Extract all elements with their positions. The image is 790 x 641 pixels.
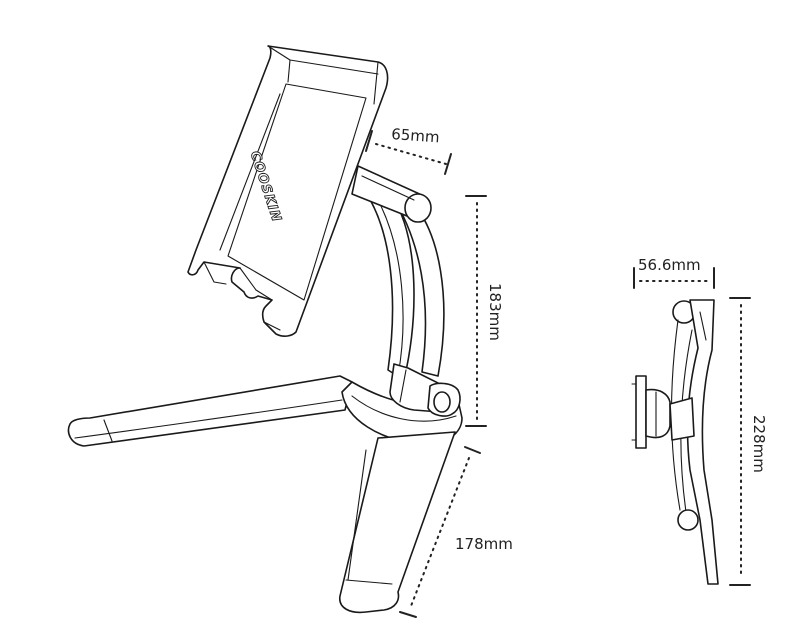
dimension-leg-length: 178mm [399, 446, 513, 618]
stand-front-view: COOSKIN [67, 45, 463, 614]
side-height-label: 228mm [750, 415, 768, 473]
upper-hinge [351, 165, 432, 223]
tablet-holder: COOSKIN [187, 45, 389, 337]
dimension-side-depth: 56.6mm [633, 256, 715, 289]
dimension-side-height: 228mm [729, 297, 768, 586]
leg-length-label: 178mm [455, 535, 513, 553]
stand-side-view [631, 299, 719, 585]
wall-mount-plate [631, 375, 671, 449]
left-leg [67, 375, 353, 447]
dimension-clamp-width: 65mm [365, 125, 452, 175]
clamp-width-label: 65mm [391, 125, 440, 146]
side-depth-label: 56.6mm [638, 256, 701, 274]
lower-hinge [389, 363, 461, 417]
dimension-arm-height: 183mm [465, 195, 504, 427]
bottom-leg [339, 431, 456, 614]
arm-height-label: 183mm [486, 283, 504, 341]
support-arm [363, 189, 445, 381]
